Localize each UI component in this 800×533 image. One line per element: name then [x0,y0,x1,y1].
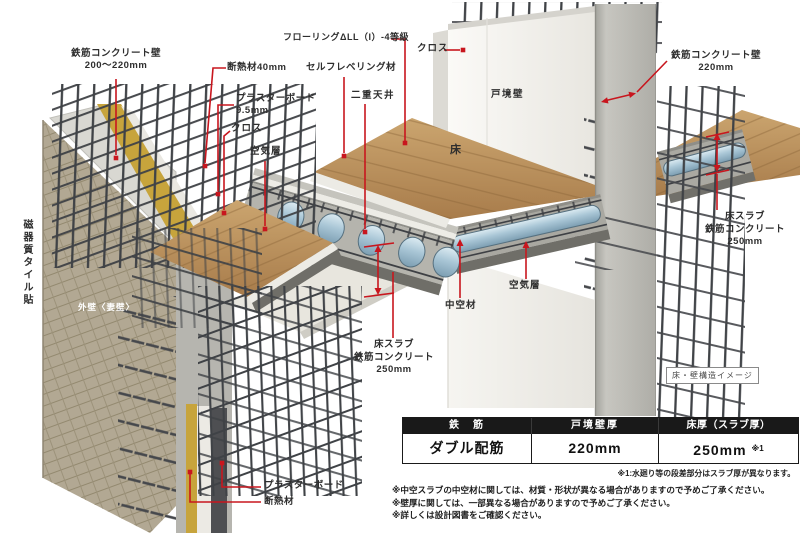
spec-header-floor-thickness: 床厚（スラブ厚） [658,418,798,434]
leader-lines [115,38,730,503]
label-air-layer-left: 空気層 [250,146,282,157]
label-slab-center-line1: 床スラブ [373,339,414,350]
wall-end-face [433,30,448,139]
label-insulation-40: 断熱材40mm [227,62,287,73]
wall-dowels [118,296,176,522]
hollow-tube-section [432,246,461,278]
spec-value-floor-note-mark: ※1 [751,444,764,453]
hollow-tube-section [398,236,426,268]
spec-value-floor-number: 250mm [693,442,747,458]
label-slab-center: 床スラブ 鉄筋コンクリート 250mm [343,339,445,377]
footnote-item: ※中空スラブの中空材に関しては、材質・形状が異なる場合がありますので予めご了承く… [392,485,770,495]
label-plasterboard-bottom: プラスターボード [264,480,344,491]
label-slab-right: 床スラブ 鉄筋コンクリート 250mm [694,211,796,249]
label-hollow-material: 中空材 [445,300,477,311]
label-tile-wall: 磁器質タイル貼 [21,219,32,307]
spec-header-rebar: 鉄 筋 [449,420,485,431]
label-slab-right-line2: 鉄筋コンクリート [704,223,785,235]
label-flooring: フローリングΔLL（I）-4等級 [283,32,409,42]
diagram-caption: 床・壁構造イメージ [666,367,759,384]
spec-value-rebar: ダブル配筋 [429,440,505,456]
label-slab-right-line1: 床スラブ [724,211,765,222]
insulation-strip-bottom [186,404,197,533]
label-slab-center-line3: 250mm [376,364,412,375]
table-footnote: ※1:水廻り等の段差部分はスラブ厚が異なります。 [617,469,795,478]
label-double-ceiling: 二重天井 [351,90,396,101]
spec-table-data-row: ダブル配筋 220mm 250mm ※1 [403,434,798,463]
footnotes: ※中空スラブの中空材に関しては、材質・形状が異なる場合がありますので予めご了承く… [392,484,797,522]
label-rc-wall-right-line1: 鉄筋コンクリート壁 [670,50,761,61]
spec-header-wall-thickness: 戸境壁厚 [531,418,658,434]
footnote-item: ※壁厚に関しては、一部異なる場合がありますので予めご了承ください。 [392,497,675,508]
label-floor: 床 [450,144,462,156]
rebar-beam-cage [198,286,362,496]
label-plasterboard-95: プラスターボード 9.5mm [236,93,316,117]
slab-face-right [447,194,611,274]
label-plasterboard-line2: 9.5mm [236,105,269,116]
label-rc-wall-left-line2: 200〜220mm [84,60,148,71]
label-self-leveling: セルフレベリング材 [306,62,397,73]
label-rc-wall-left: 鉄筋コンクリート壁 200〜220mm [56,48,176,72]
label-rc-wall-left-line1: 鉄筋コンクリート壁 [70,48,161,59]
spec-table-header-row: 鉄 筋 戸境壁厚 床厚（スラブ厚） [403,418,798,434]
footnote-item: ※詳しくは設計図書をご確認ください。 [392,510,547,521]
label-outer-wall: 外壁〈妻壁〉 [78,302,136,312]
rc-column-right [594,4,656,416]
label-insulation-bottom: 断熱材 [264,496,295,507]
label-slab-center-line2: 鉄筋コンクリート [353,351,434,363]
label-air-layer-right: 空気層 [509,280,541,291]
spec-value-wall-thickness: 220mm [531,434,658,463]
leader-dots [113,47,721,475]
spec-table: 鉄 筋 戸境壁厚 床厚（スラブ厚） ダブル配筋 220mm 250mm ※1 [402,417,799,464]
partition-wall-lower [448,256,595,408]
label-partition-wall: 戸境壁 [491,89,525,100]
wood-floor-main [314,118,595,219]
label-plasterboard-line1: プラスターボード [236,93,316,104]
label-rc-wall-right-line2: 220mm [698,62,734,73]
spec-value-floor-thickness: 250mm ※1 [658,434,798,463]
label-rc-wall-right: 鉄筋コンクリート壁 220mm [653,50,779,74]
label-cross-left: クロス [231,123,263,134]
label-slab-right-line3: 250mm [727,236,763,247]
label-cross-right: クロス [417,43,449,54]
self-leveling-strip [310,172,450,228]
